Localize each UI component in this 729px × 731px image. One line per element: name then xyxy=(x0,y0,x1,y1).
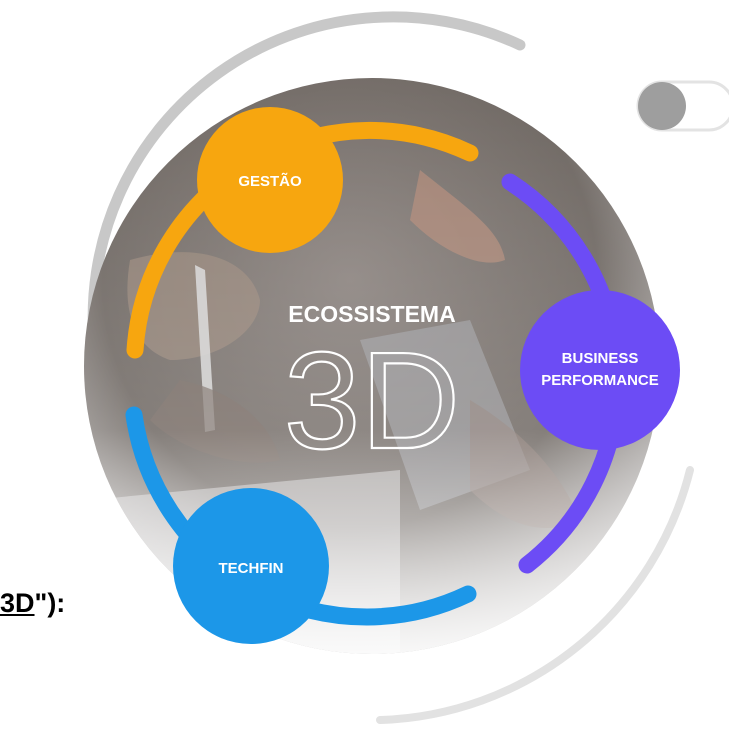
node-business-performance-label-line1: BUSINESS xyxy=(562,350,639,367)
center-big-3d: 3D xyxy=(284,324,460,478)
node-business-performance-label-line2: PERFORMANCE xyxy=(541,372,659,389)
caption-underlined-text: 3D xyxy=(0,588,35,618)
node-gestao: GESTÃO xyxy=(197,107,343,253)
outer-ring-arc-top-left xyxy=(87,11,526,356)
outer-ring-arc-bottom xyxy=(376,466,694,724)
caption-fragment: 3D"): xyxy=(0,588,65,619)
center-title: ECOSSISTEMA xyxy=(288,301,455,327)
node-techfin-label: TECHFIN xyxy=(219,560,284,577)
toggle-decoration xyxy=(636,80,729,132)
node-business-performance: BUSINESS PERFORMANCE xyxy=(520,290,680,450)
node-gestao-label: GESTÃO xyxy=(238,172,302,190)
caption-tail-text: "): xyxy=(34,588,66,618)
node-techfin: TECHFIN xyxy=(173,488,329,644)
